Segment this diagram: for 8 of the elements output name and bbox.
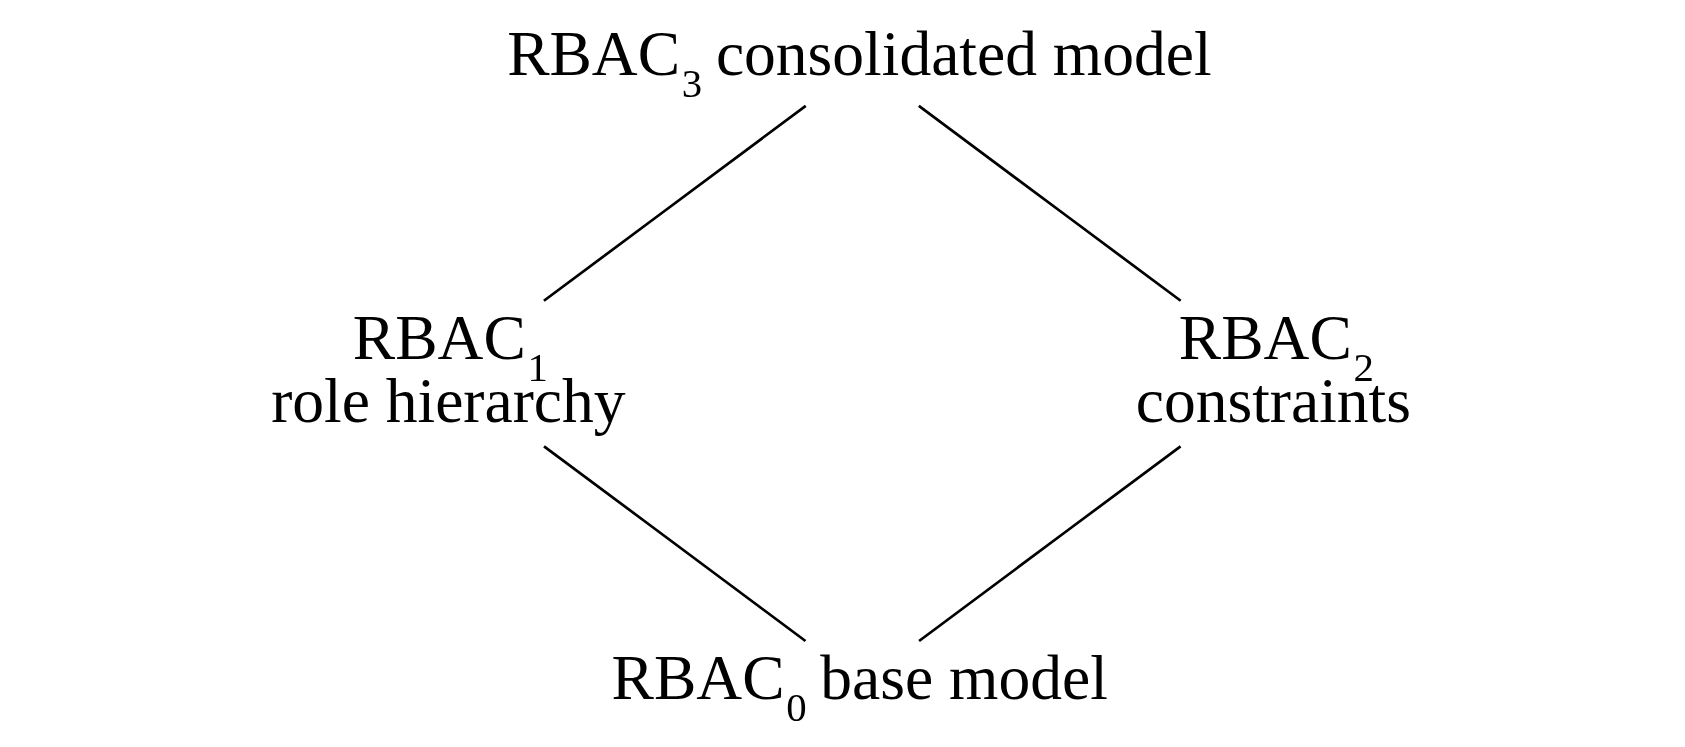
connector [542,445,806,643]
connector [917,104,1181,302]
node-text: RBAC$_{0}$ base model [611,641,1108,731]
node-text: RBAC$_{3}$ consolidated model [506,17,1212,107]
node-text: RBAC$_{1}$ role hierarchy [270,301,626,437]
connector [542,104,807,302]
connector [917,445,1181,643]
node-text: RBAC$_{2}$ constraints [1135,301,1411,437]
